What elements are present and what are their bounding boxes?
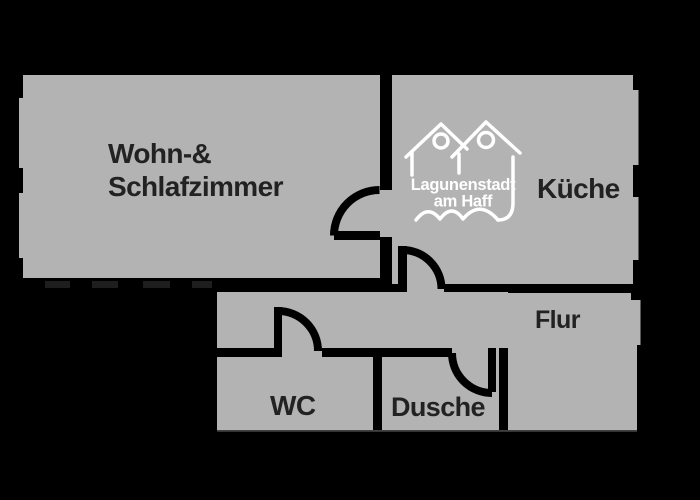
doorway-shower: [452, 348, 499, 357]
window-recess-right-1: [633, 90, 639, 165]
room-label-living-line1: Wohn-&: [108, 138, 212, 169]
door-leaf-kitchen: [398, 246, 407, 290]
room-hallway-right: [508, 293, 637, 430]
wall-hatching: [45, 281, 212, 288]
door-arc-wc: [277, 307, 322, 352]
door-arc-living: [330, 186, 380, 236]
logo-text-line1: Lagunenstadt: [411, 176, 516, 194]
wave-icon: [414, 207, 500, 222]
room-label-wc: WC: [270, 390, 316, 421]
window-recess-right-2: [633, 197, 639, 260]
room-label-living-bedroom: Wohn-& Schlafzimmer: [108, 137, 283, 203]
logo-text-line2: am Haff: [434, 193, 493, 211]
house-icon: [404, 120, 522, 222]
lagunenstadt-logo: [404, 120, 522, 222]
room-label-kitchen: Küche: [537, 173, 620, 204]
doorway-wc: [282, 348, 322, 357]
window-recess-right-3: [637, 300, 641, 345]
room-hallway-corridor: [217, 292, 508, 348]
room-label-hallway: Flur: [535, 306, 580, 334]
room-living-bedroom: [23, 75, 380, 278]
wall-notch-flur-corner: [631, 293, 637, 300]
door-arc-shower: [448, 352, 493, 397]
outer-edge-line: [217, 430, 637, 432]
door-leaf-wc: [274, 307, 282, 351]
doorway-kitchen-hall: [407, 284, 444, 292]
door-leaf-shower: [488, 348, 496, 392]
room-label-shower: Dusche: [391, 392, 486, 422]
window-recess-left-1: [19, 98, 24, 168]
door-leaf-living: [334, 231, 380, 240]
doorway-living-kitchen: [380, 190, 392, 237]
room-label-living-line2: Schlafzimmer: [108, 171, 283, 202]
door-arc-kitchen: [402, 246, 446, 290]
window-recess-left-2: [19, 193, 24, 258]
room-wc: [217, 357, 373, 430]
